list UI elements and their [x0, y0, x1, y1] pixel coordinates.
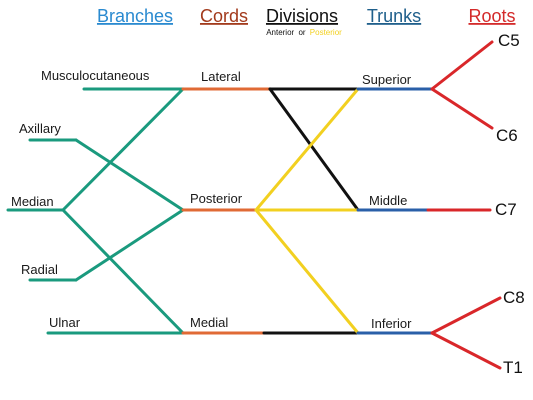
branch-label-median: Median: [11, 194, 54, 209]
header-branches: Branches: [97, 6, 173, 26]
connection-lines: [6, 40, 502, 370]
root-label-t1: T1: [503, 358, 523, 377]
root-line-c5: [430, 40, 494, 91]
division-key: Anterior or Posterior: [266, 28, 342, 37]
cord-label-posterior: Posterior: [190, 191, 243, 206]
branch-label-axillary: Axillary: [19, 121, 61, 136]
trunk-labels: Superior Middle Inferior: [362, 72, 412, 331]
header-trunks: Trunks: [367, 6, 421, 26]
header-row: Branches Cords Divisions Trunks Roots An…: [97, 6, 516, 37]
trunk-label-middle: Middle: [369, 193, 407, 208]
root-label-c8: C8: [503, 288, 525, 307]
header-divisions: Divisions: [266, 6, 338, 26]
branch-line-radial-to-posterior: [74, 208, 185, 282]
branch-label-ulnar: Ulnar: [49, 315, 81, 330]
division-anterior-middle-to-lateral: [268, 87, 360, 212]
branch-line-median-to-medial: [61, 208, 185, 335]
cord-label-lateral: Lateral: [201, 69, 241, 84]
cord-label-medial: Medial: [190, 315, 228, 330]
trunk-label-superior: Superior: [362, 72, 412, 87]
root-line-c8: [430, 296, 502, 335]
root-line-c6: [430, 87, 494, 130]
root-labels: C5 C6 C7 C8 T1: [495, 31, 525, 377]
division-key-posterior: Posterior: [310, 28, 342, 37]
root-line-t1: [430, 331, 502, 370]
cord-labels: Lateral Posterior Medial: [190, 69, 243, 330]
branch-label-musculocutaneous: Musculocutaneous: [41, 68, 150, 83]
header-cords: Cords: [200, 6, 248, 26]
branch-label-radial: Radial: [21, 262, 58, 277]
division-posterior-inferior: [254, 208, 360, 335]
branch-labels: Musculocutaneous Axillary Median Radial …: [11, 68, 150, 330]
root-label-c7: C7: [495, 200, 517, 219]
root-label-c6: C6: [496, 126, 518, 145]
root-label-c5: C5: [498, 31, 520, 50]
branch-line-median-to-lateral: [61, 87, 185, 212]
header-roots: Roots: [468, 6, 515, 26]
trunk-label-inferior: Inferior: [371, 316, 412, 331]
branch-line-axillary-to-posterior: [74, 138, 185, 212]
division-key-anterior: Anterior: [266, 28, 294, 37]
division-posterior-superior: [254, 87, 360, 212]
division-key-or: or: [298, 28, 305, 37]
